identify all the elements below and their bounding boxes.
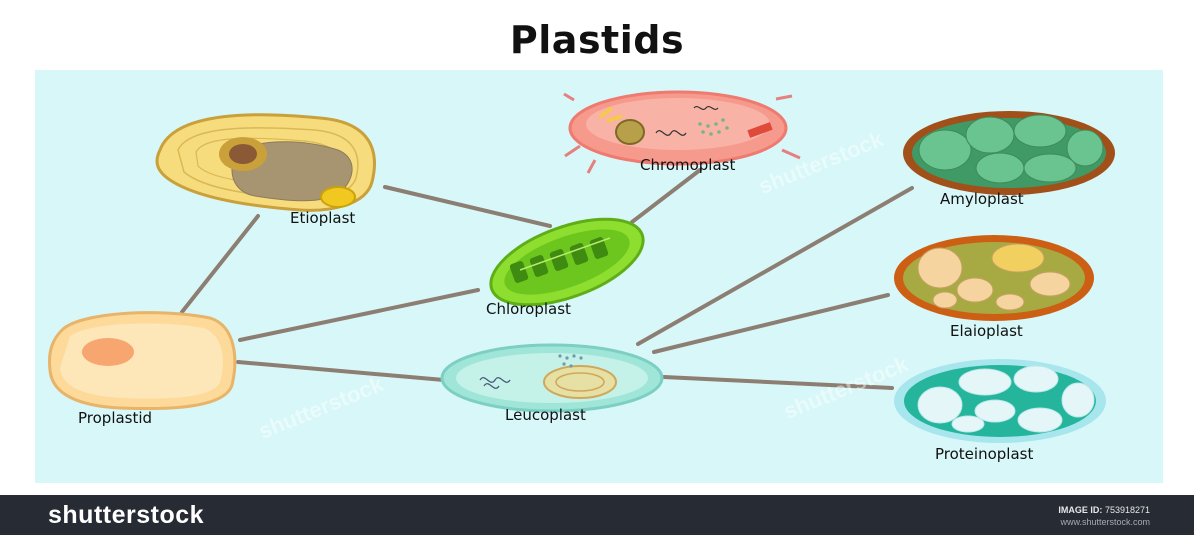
label-leucoplast: Leucoplast <box>505 406 586 424</box>
connector-chloroplast-chromoplast <box>632 170 700 222</box>
connector-proplastid-etioplast <box>182 216 258 312</box>
proplastid-cell <box>50 313 235 409</box>
connector-proplastid-leucoplast <box>238 362 444 380</box>
image-id-block: IMAGE ID: 753918271 www.shutterstock.com <box>1058 504 1150 528</box>
image-id-value: 753918271 <box>1105 505 1150 515</box>
label-proplastid: Proplastid <box>78 409 152 427</box>
amyloplast-cell <box>903 111 1115 195</box>
label-proteinoplast: Proteinoplast <box>935 445 1033 463</box>
proteinoplast-cell <box>894 359 1106 443</box>
label-amyloplast: Amyloplast <box>940 190 1024 208</box>
label-chromoplast: Chromoplast <box>640 156 735 174</box>
site-url: www.shutterstock.com <box>1058 516 1150 528</box>
etioplast-cell <box>157 115 374 211</box>
leucoplast-cell <box>442 345 662 411</box>
connector-etioplast-chloroplast <box>385 187 550 226</box>
label-chloroplast: Chloroplast <box>486 300 571 318</box>
plastid-diagram: Etioplast Chromoplast Amyloplast <box>0 0 1194 495</box>
footer-bar: shutterstock IMAGE ID: 753918271 www.shu… <box>0 495 1194 535</box>
brand-logo: shutterstock <box>48 501 204 530</box>
elaioplast-cell <box>894 235 1094 321</box>
connector-leucoplast-elaioplast <box>654 295 888 352</box>
label-elaioplast: Elaioplast <box>950 322 1023 340</box>
image-id-label: IMAGE ID: <box>1058 505 1102 515</box>
connector-proplastid-chloroplast <box>240 290 478 340</box>
label-etioplast: Etioplast <box>290 209 355 227</box>
